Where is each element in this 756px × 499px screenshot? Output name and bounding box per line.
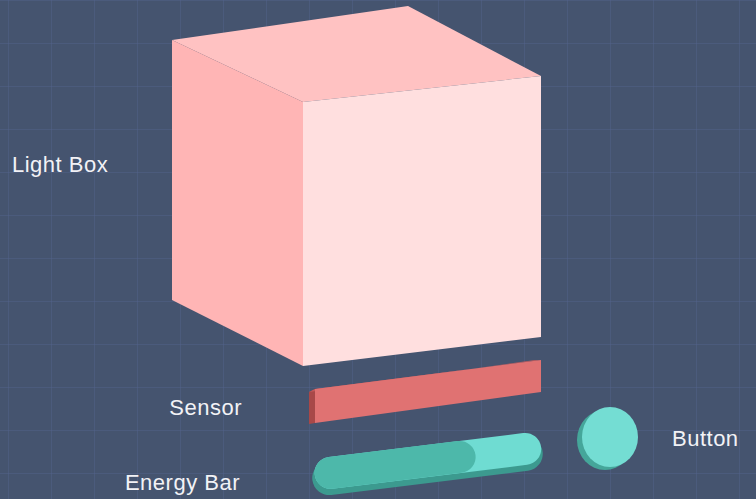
cube-right: [303, 76, 541, 366]
part-label: Button: [672, 428, 739, 450]
energy-bar-fill: [313, 439, 478, 491]
cube-left: [172, 40, 303, 366]
light-box: [172, 6, 541, 366]
sensor-bar: [309, 360, 541, 424]
part-label: Energy Bar: [125, 472, 240, 494]
sensor-side: [309, 389, 315, 424]
button: [577, 407, 638, 470]
button-face: [582, 407, 638, 467]
part-label: Light Box: [12, 154, 108, 176]
energy-bar: [310, 431, 545, 497]
part-label: Sensor: [169, 397, 242, 419]
energy-bar-track: [313, 431, 543, 491]
sensor-front: [315, 360, 541, 423]
